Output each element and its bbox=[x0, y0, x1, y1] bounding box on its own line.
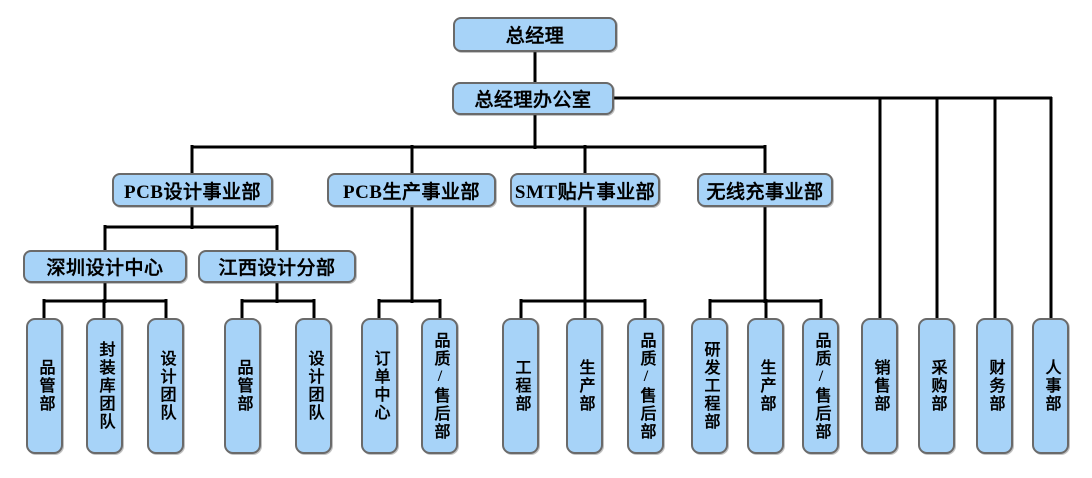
dept-label: 订单中心 bbox=[371, 350, 389, 422]
org-node-jiangxi-design-branch: 江西设计分部 bbox=[198, 250, 356, 283]
org-node-dept-quality-sz: 品管部 bbox=[26, 318, 63, 454]
org-node-dept-quality-aftersales-pcb: 品质/售后部 bbox=[421, 318, 458, 454]
dept-label: 财务部 bbox=[986, 359, 1004, 413]
org-node-gm-office: 总经理办公室 bbox=[452, 82, 614, 115]
dept-label: 销售部 bbox=[871, 359, 889, 413]
org-node-dept-hr: 人事部 bbox=[1032, 318, 1069, 454]
dept-label: 品质/售后部 bbox=[812, 331, 830, 441]
dept-label: 工程部 bbox=[512, 359, 530, 413]
org-node-shenzhen-design-center: 深圳设计中心 bbox=[23, 250, 187, 283]
dept-label: 生产部 bbox=[757, 359, 775, 413]
org-node-general-manager: 总经理 bbox=[453, 17, 617, 52]
org-node-dept-sales: 销售部 bbox=[861, 318, 898, 454]
org-node-division-pcb-design: PCB设计事业部 bbox=[112, 173, 273, 207]
org-node-dept-quality-jx: 品管部 bbox=[224, 318, 261, 454]
org-node-dept-production-smt: 生产部 bbox=[566, 318, 603, 454]
org-node-dept-purchasing: 采购部 bbox=[918, 318, 955, 454]
dept-label: 生产部 bbox=[576, 359, 594, 413]
org-node-dept-quality-aftersales-wireless: 品质/售后部 bbox=[802, 318, 839, 454]
org-node-dept-finance: 财务部 bbox=[976, 318, 1013, 454]
org-node-dept-design-team-sz: 设计团队 bbox=[147, 318, 184, 454]
org-node-dept-engineering: 工程部 bbox=[502, 318, 539, 454]
dept-label: 品管部 bbox=[36, 359, 54, 413]
org-node-division-smt: SMT贴片事业部 bbox=[510, 173, 660, 207]
org-node-division-pcb-production: PCB生产事业部 bbox=[327, 173, 496, 207]
dept-label: 封装库团队 bbox=[96, 341, 114, 431]
dept-label: 设计团队 bbox=[157, 350, 175, 422]
dept-label: 人事部 bbox=[1042, 359, 1060, 413]
org-node-dept-package-library-team: 封装库团队 bbox=[86, 318, 123, 454]
org-node-division-wireless-charging: 无线充事业部 bbox=[697, 173, 833, 207]
dept-label: 设计团队 bbox=[305, 350, 323, 422]
dept-label: 品质/售后部 bbox=[431, 331, 449, 441]
org-node-dept-design-team-jx: 设计团队 bbox=[295, 318, 332, 454]
dept-label: 研发工程部 bbox=[701, 341, 719, 431]
dept-label: 采购部 bbox=[928, 359, 946, 413]
dept-label: 品质/售后部 bbox=[637, 331, 655, 441]
org-node-dept-rd-engineering: 研发工程部 bbox=[691, 318, 728, 454]
dept-label: 品管部 bbox=[234, 359, 252, 413]
org-node-dept-quality-aftersales-smt: 品质/售后部 bbox=[627, 318, 664, 454]
org-node-dept-production-wireless: 生产部 bbox=[747, 318, 784, 454]
org-node-dept-order-center: 订单中心 bbox=[361, 318, 398, 454]
